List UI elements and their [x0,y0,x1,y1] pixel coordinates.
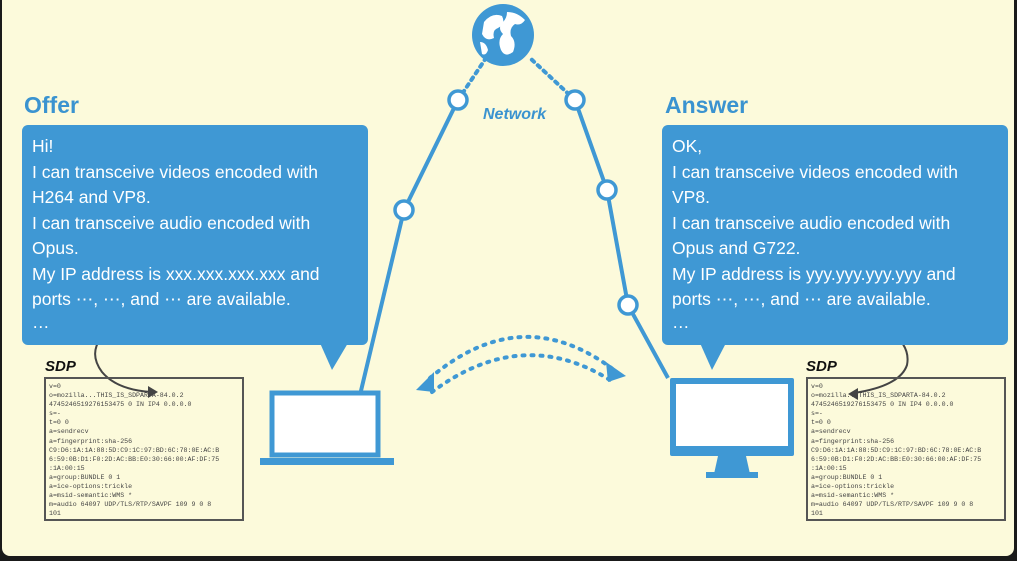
network-nodes [393,89,639,316]
offer-sdp-box: v=0 o=mozilla...THIS_IS_SDPARTA-84.0.2 4… [44,377,244,521]
offer-line: Hi! [32,136,54,156]
sdp-line: a=sendrecv [811,428,851,436]
offer-title: Offer [24,92,79,118]
answer-bubble: OK, I can transceive videos encoded with… [662,125,1008,345]
sdp-line: o=mozilla...THIS_IS_SDPARTA-84.0.2 [811,392,946,400]
answer-line: ports ⋯, ⋯, and ⋯ are available. [672,289,931,309]
offer-line: ports ⋯, ⋯, and ⋯ are available. [32,289,291,309]
sdp-line: 101 [811,510,823,518]
answer-line: I can transceive videos encoded with [672,161,958,182]
sdp-line: a=ice-options:trickle [811,483,895,491]
sdp-line: m=audio 64097 UDP/TLS/RTP/SAVPF 109 9 0 … [49,501,212,509]
answer-line: I can transceive audio encoded with [672,212,951,233]
offer-line: I can transceive videos encoded with [32,161,318,182]
sdp-line: a=msid-semantic:WMS * [49,492,133,500]
sdp-line: s=- [49,410,61,418]
arrow-right-icon [606,362,626,382]
answer-line: OK, [672,136,703,156]
answer-bubble-tail [700,343,726,370]
sdp-line: 6:59:0B:D1:F0:2D:AC:BB:E0:30:66:00:AF:DF… [49,455,220,463]
sdp-line: :1A:00:15 [49,464,85,472]
arrow-left-icon [416,372,434,392]
offer-line: H264 and VP8. [32,187,151,207]
sdp-line: :1A:00:15 [811,464,847,472]
sdp-line: a=msid-semantic:WMS * [811,492,895,500]
answer-line: Opus and G722. [672,238,801,258]
offer-line: My IP address is xxx.xxx.xxx.xxx and [32,263,320,284]
laptop-icon [260,390,394,465]
sdp-line: m=audio 64097 UDP/TLS/RTP/SAVPF 109 9 0 … [811,501,974,509]
offer-bubble-tail [320,343,348,370]
sdp-line: a=group:BUNDLE 0 1 [811,473,883,481]
answer-sdp-box: v=0 o=mozilla...THIS_IS_SDPARTA-84.0.2 4… [806,377,1006,521]
sdp-line: o=mozilla...THIS_IS_SDPARTA-84.0.2 [49,392,184,400]
sdp-line: a=fingerprint:sha-256 [811,437,895,445]
answer-line: My IP address is yyy.yyy.yyy.yyy and [672,263,956,284]
globe-icon [472,4,534,66]
offer-line: … [32,311,50,332]
answer-line: VP8. [672,187,710,207]
sdp-line: s=- [811,410,823,418]
sdp-line: C9:D6:1A:1A:88:5D:C9:1C:97:BD:6C:78:0E:A… [811,446,982,454]
sdp-line: t=0 0 [811,419,831,427]
network-label: Network [483,106,547,123]
sdp-line: a=sendrecv [49,428,89,436]
offer-line: I can transceive audio encoded with [32,212,311,233]
offer-bubble: Hi! I can transceive videos encoded with… [22,125,368,345]
sdp-line: 4745246519276153475 0 IN IP4 0.0.0.0 [49,401,192,409]
sdp-line: 101 [49,510,61,518]
monitor-icon [670,378,794,478]
answer-line: … [672,311,690,332]
sdp-line: v=0 [49,383,61,390]
exchange-arrows [416,334,626,394]
sdp-line: C9:D6:1A:1A:88:5D:C9:1C:97:BD:6C:78:0E:A… [49,446,220,454]
sdp-line: t=0 0 [49,419,69,427]
sdp-line: a=ice-options:trickle [49,483,133,491]
sdp-line: a=fingerprint:sha-256 [49,437,133,445]
offer-sdp-label: SDP [45,358,76,375]
sdp-line: v=0 [811,383,823,390]
sdp-line: 6:59:0B:D1:F0:2D:AC:BB:E0:30:66:00:AF:DF… [811,455,982,463]
answer-sdp-label: SDP [806,358,837,375]
answer-title: Answer [665,92,749,118]
sdp-line: a=group:BUNDLE 0 1 [49,473,121,481]
sdp-line: 4745246519276153475 0 IN IP4 0.0.0.0 [811,401,954,409]
offer-line: Opus. [32,238,79,258]
